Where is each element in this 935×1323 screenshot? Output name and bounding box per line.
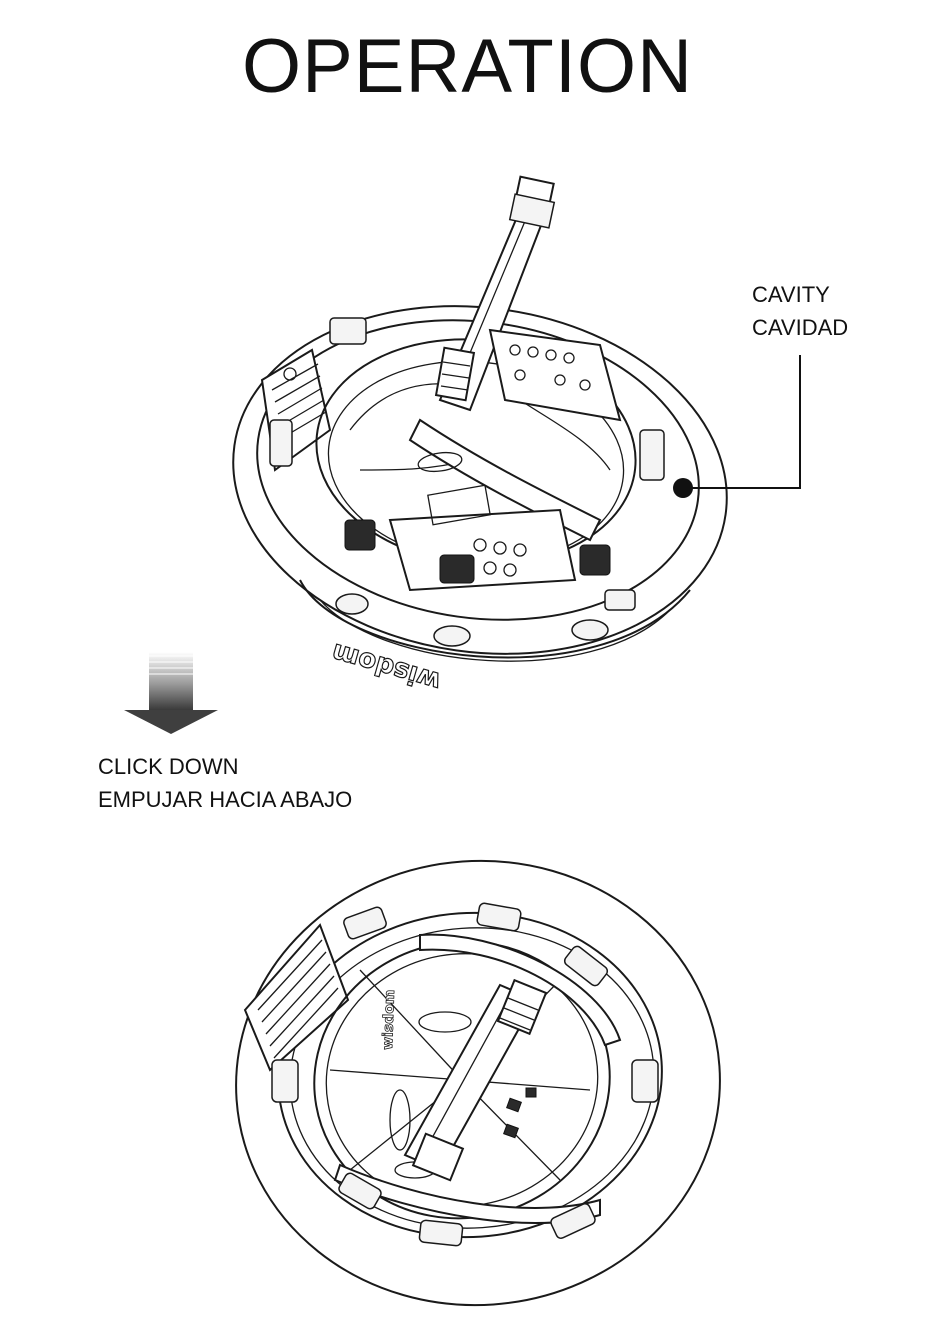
callout-label-en: CAVITY — [752, 282, 830, 307]
brand-mark-bottom: wisdom — [380, 989, 398, 1050]
cavity-callout-leader — [673, 355, 801, 498]
helmet-bottom-illustration: wisdom — [235, 859, 721, 1307]
helmet-top-illustration: wisdom — [232, 175, 728, 697]
down-arrow-icon — [124, 652, 218, 734]
callout-label-es: CAVIDAD — [752, 315, 849, 340]
step-label-es: EMPUJAR HACIA ABAJO — [98, 787, 353, 812]
page-title: OPERATION — [242, 24, 693, 109]
step-label-en: CLICK DOWN — [98, 754, 239, 779]
